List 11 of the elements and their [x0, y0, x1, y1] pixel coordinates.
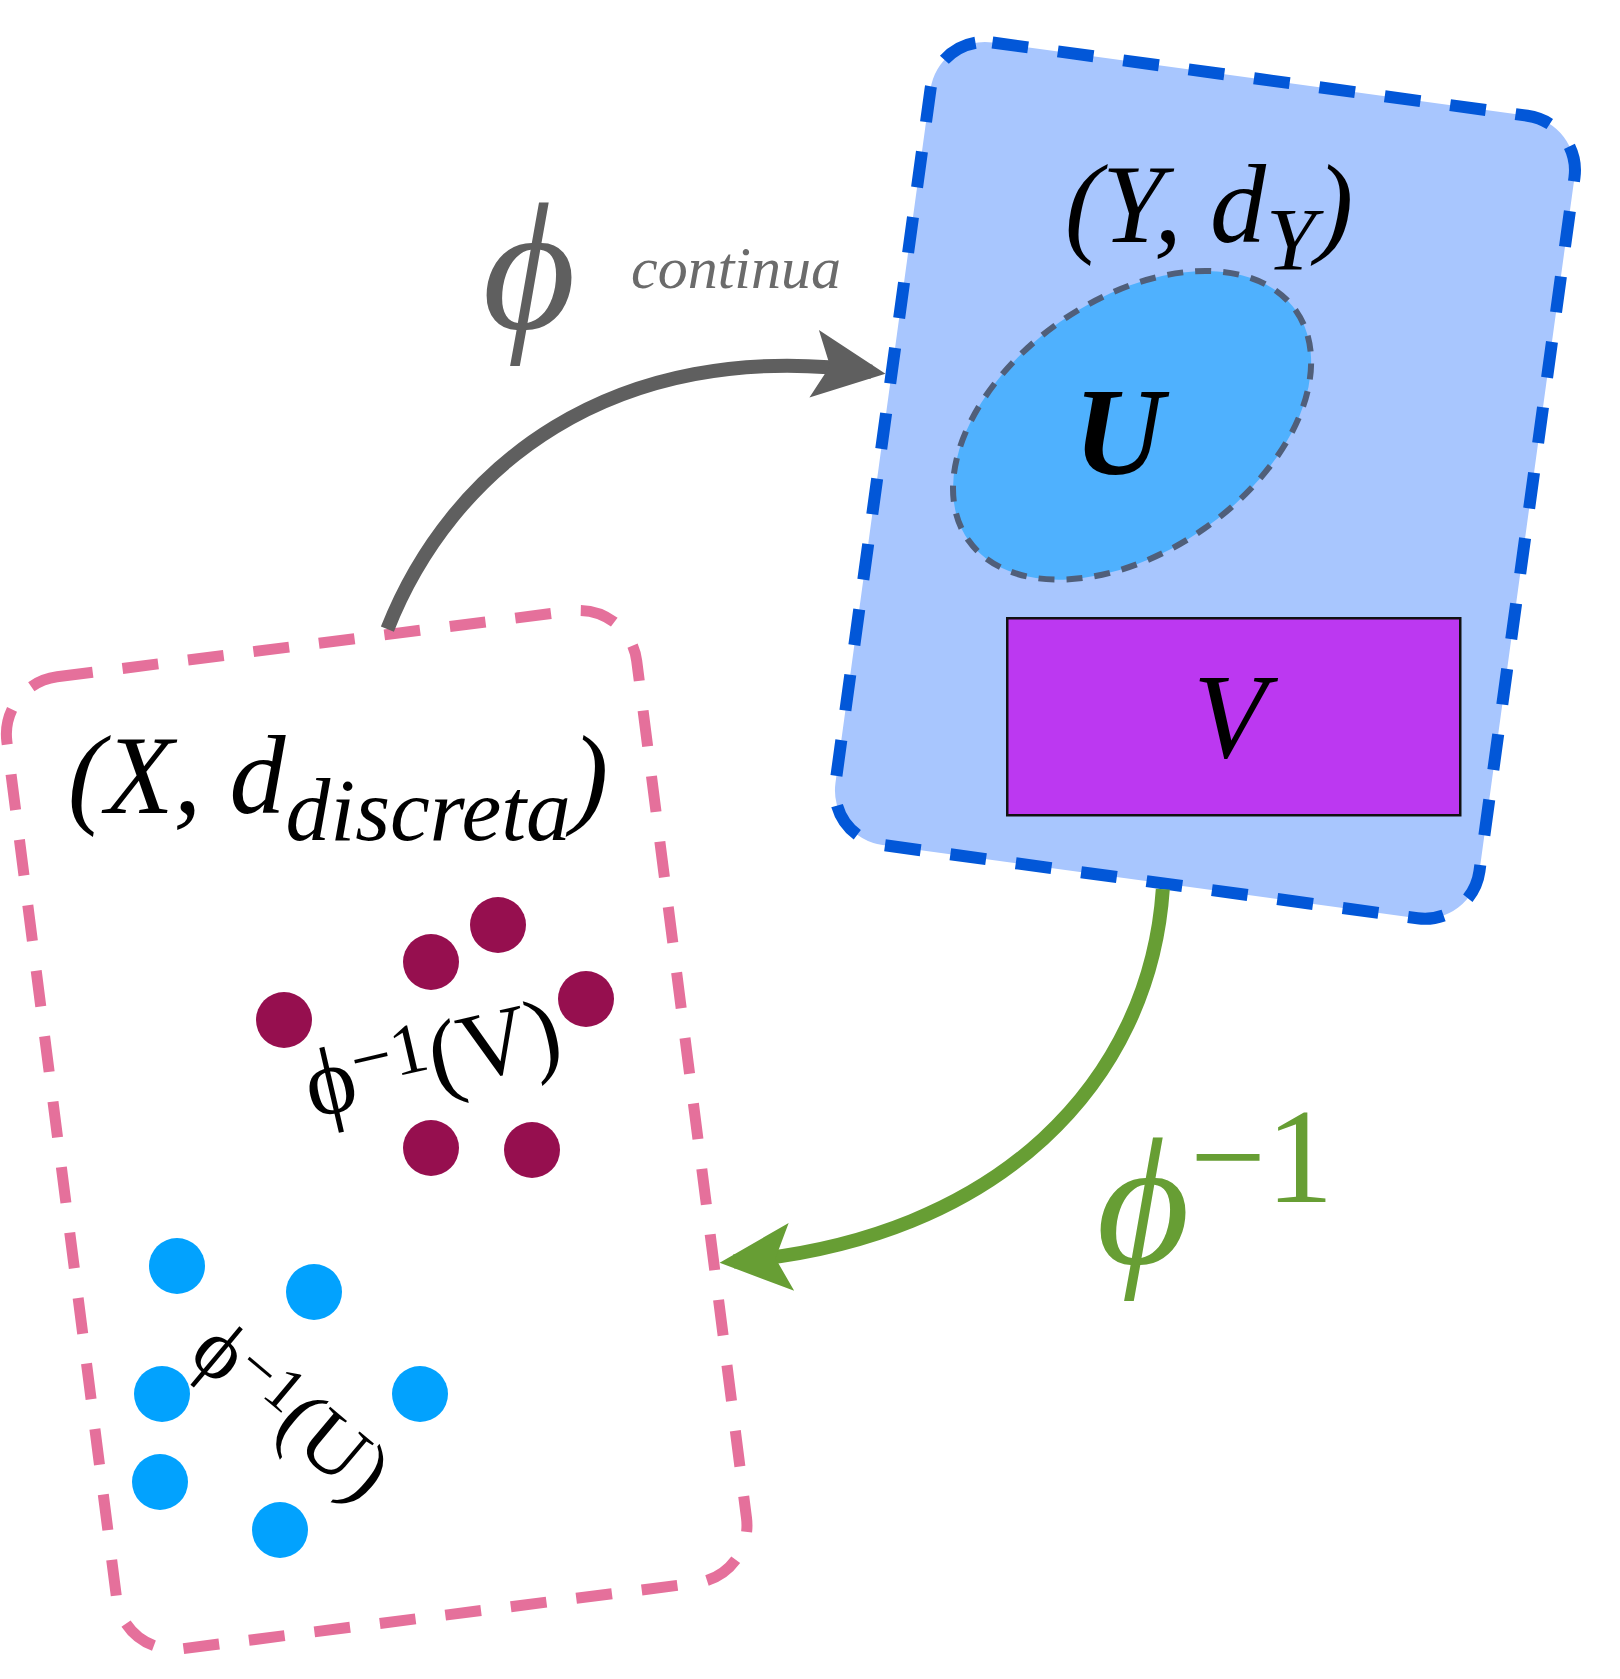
edge-note: continua — [631, 234, 841, 303]
set-label: V — [1171, 645, 1289, 789]
set-label: U — [1051, 357, 1187, 507]
filled-rectangle — [1006, 617, 1462, 817]
curved-arrow — [719, 888, 1170, 1288]
space-title: (Y, d$_{Y}$) — [1063, 140, 1355, 284]
set-label: ϕ$^{−1}$(V) — [293, 979, 571, 1137]
curved-arrow — [381, 332, 886, 632]
space-title: (X, d$_{discreta}$) — [66, 711, 610, 855]
edge-label: ϕ — [482, 167, 576, 369]
edge-label: ϕ$^{−1}$ — [1096, 1089, 1334, 1304]
